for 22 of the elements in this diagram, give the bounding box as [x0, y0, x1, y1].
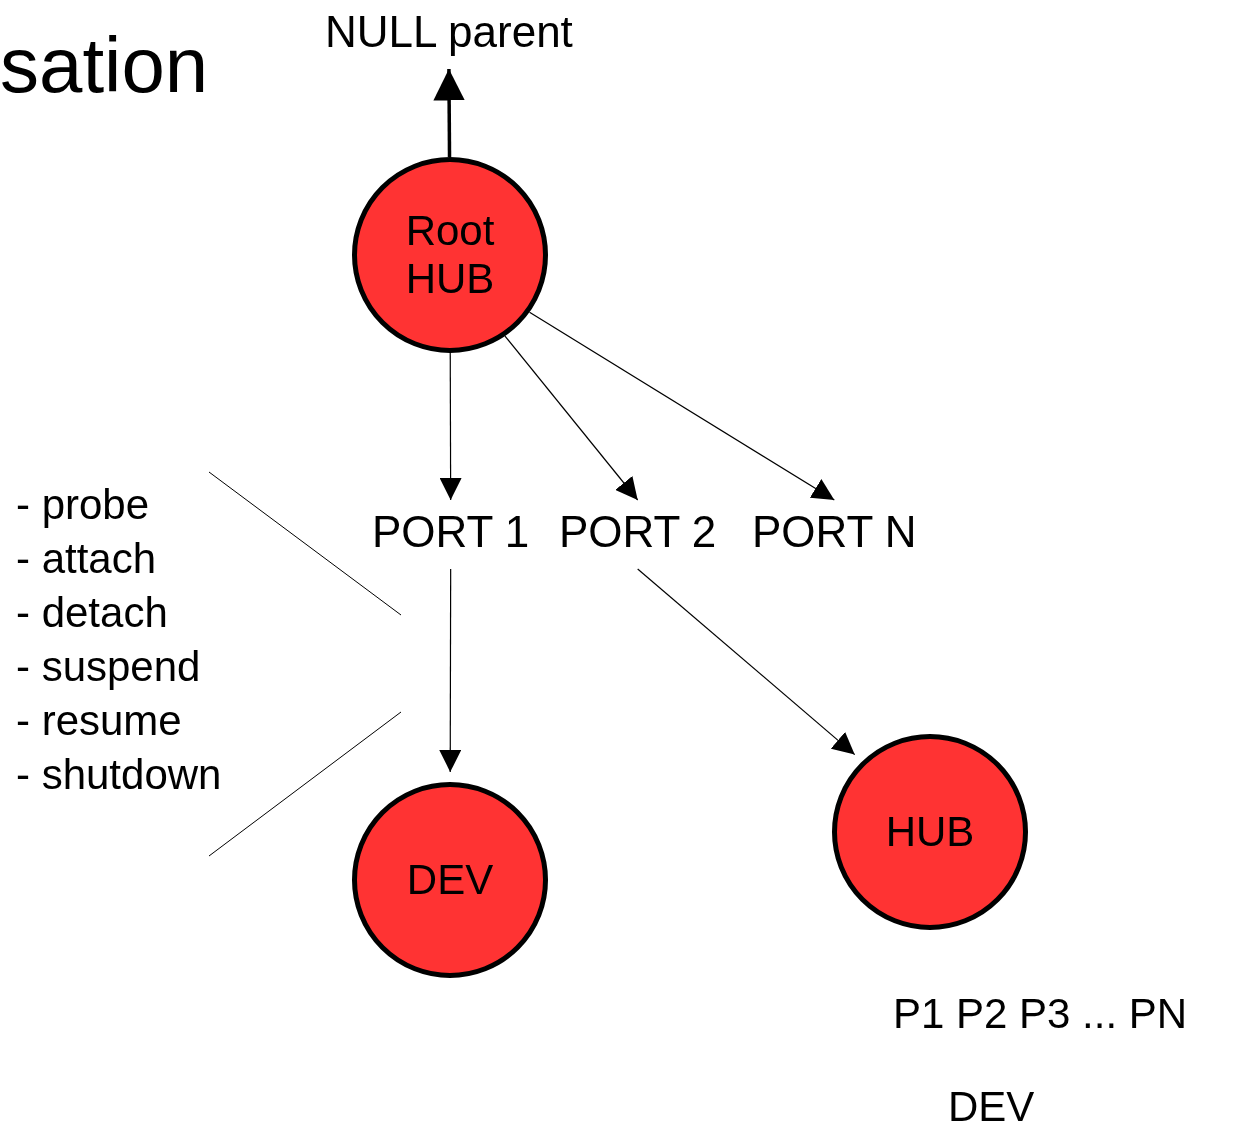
node-label: DEV — [406, 855, 494, 905]
text-label: P1 P2 P3 ... PN — [893, 989, 1188, 1039]
arrow — [504, 335, 639, 501]
text-label: - suspend — [16, 642, 201, 692]
node-label: HUB — [885, 807, 975, 857]
text-label: DEV — [948, 1082, 1035, 1127]
text-label: - shutdown — [16, 750, 222, 800]
arrow — [637, 568, 856, 756]
node-label: PORT 1 — [372, 506, 530, 558]
text-label: - probe — [16, 480, 150, 530]
text-label: - detach — [16, 588, 168, 638]
node-label: PORT N — [752, 506, 917, 558]
node-label: Root HUB — [404, 206, 496, 304]
arrow — [528, 311, 835, 501]
arrow — [439, 352, 462, 501]
node-label: NULL parent — [325, 6, 573, 58]
arrow — [433, 69, 465, 157]
text-label: - resume — [16, 696, 182, 746]
node-label: PORT 2 — [559, 506, 717, 558]
text-label: - attach — [16, 534, 157, 584]
title: sation — [0, 26, 209, 104]
arrow — [439, 568, 462, 773]
